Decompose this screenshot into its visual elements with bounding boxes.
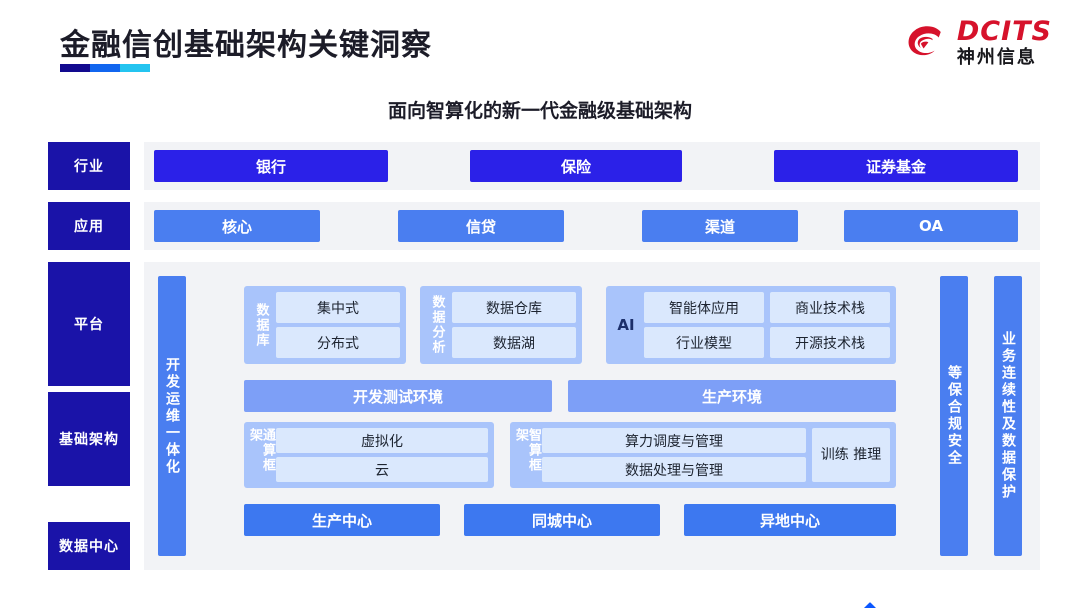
vbar-devops[interactable]: 开发运维一体化 [158, 276, 186, 556]
group-label-database: 数据库 [253, 302, 269, 348]
rail-infrastructure[interactable]: 基础架构 [48, 392, 130, 486]
brand-logo: DCITS 神州信息 [905, 18, 1052, 67]
accent-bar [60, 64, 150, 72]
group-database[interactable]: 数据库 集中式 分布式 [244, 286, 406, 364]
industry-chip-bank[interactable]: 银行 [154, 150, 388, 182]
platform-panel: 开发运维一体化 等保合规安全 业务连续性及数据保护 数据库 集中式 分布式 数据… [144, 262, 1040, 570]
group-general-compute-framework[interactable]: 通算框架 虚拟化 云 [244, 422, 494, 488]
group-ai[interactable]: AI 智能体应用 商业技术栈 行业模型 开源技术栈 [606, 286, 896, 364]
rail-industry[interactable]: 行业 [48, 142, 130, 190]
group-row: 云 [276, 457, 488, 482]
rail-platform[interactable]: 平台 [48, 262, 130, 386]
cell-commercial-stack[interactable]: 商业技术栈 [770, 292, 890, 323]
dc-chip-remote[interactable]: 异地中心 [684, 504, 896, 536]
vbar-business-continuity[interactable]: 业务连续性及数据保护 [994, 276, 1022, 556]
rail-datacenter[interactable]: 数据中心 [48, 522, 130, 570]
industry-chip-insurance[interactable]: 保险 [470, 150, 682, 182]
vbar-security[interactable]: 等保合规安全 [940, 276, 968, 556]
cell-compute-scheduling[interactable]: 算力调度与管理 [542, 428, 806, 453]
page-subtitle: 面向智算化的新一代金融级基础架构 [387, 100, 692, 122]
industry-panel: 银行 保险 证券基金 [144, 142, 1040, 190]
app-chip-channel[interactable]: 渠道 [642, 210, 798, 242]
group-row: 集中式 [276, 292, 400, 323]
group-body-ai-compute: 算力调度与管理 数据处理与管理 训练 推理 [542, 428, 890, 482]
dc-chip-metro[interactable]: 同城中心 [464, 504, 660, 536]
group-row: 行业模型 开源技术栈 [644, 327, 890, 358]
logo-text: DCITS 神州信息 [957, 18, 1052, 67]
cell-distributed[interactable]: 分布式 [276, 327, 400, 358]
app-chip-core[interactable]: 核心 [154, 210, 320, 242]
dc-chip-production[interactable]: 生产中心 [244, 504, 440, 536]
group-label-ai: AI [617, 315, 635, 334]
cell-cloud[interactable]: 云 [276, 457, 488, 482]
app-chip-credit[interactable]: 信贷 [398, 210, 564, 242]
rail-application[interactable]: 应用 [48, 202, 130, 250]
cell-agent-application[interactable]: 智能体应用 [644, 292, 764, 323]
group-label-data-analysis: 数据分析 [429, 295, 445, 355]
group-ai-compute-framework[interactable]: 智算框架 算力调度与管理 数据处理与管理 训练 推理 [510, 422, 896, 488]
group-data-analysis[interactable]: 数据分析 数据仓库 数据湖 [420, 286, 582, 364]
group-stack: 算力调度与管理 数据处理与管理 [542, 428, 806, 482]
industry-chip-securities[interactable]: 证券基金 [774, 150, 1018, 182]
cell-train-inference[interactable]: 训练 推理 [812, 428, 890, 482]
group-body-general-compute: 虚拟化 云 [276, 428, 488, 482]
logo-en: DCITS [956, 16, 1052, 47]
architecture-diagram: 行业 应用 平台 基础架构 数据中心 银行 保险 证券基金 核心 信贷 渠道 O… [48, 142, 1040, 570]
cell-industry-model[interactable]: 行业模型 [644, 327, 764, 358]
dcits-swoosh-icon [908, 25, 941, 55]
cell-data-processing[interactable]: 数据处理与管理 [542, 457, 806, 482]
logo-cn: 神州信息 [956, 47, 1037, 68]
group-body-ai: 智能体应用 商业技术栈 行业模型 开源技术栈 [644, 292, 890, 358]
group-body-database: 集中式 分布式 [276, 292, 400, 358]
group-label-general-compute: 通算框架 [247, 428, 275, 473]
group-body-data-analysis: 数据仓库 数据湖 [452, 292, 576, 358]
bar-dev-test-environment[interactable]: 开发测试环境 [244, 380, 552, 412]
group-row: 分布式 [276, 327, 400, 358]
cell-opensource-stack[interactable]: 开源技术栈 [770, 327, 890, 358]
group-row: 虚拟化 [276, 428, 488, 453]
accent-segment-2 [90, 64, 120, 72]
cell-centralized[interactable]: 集中式 [276, 292, 400, 323]
group-row: 数据仓库 [452, 292, 576, 323]
cell-data-lake[interactable]: 数据湖 [452, 327, 576, 358]
group-row: 智能体应用 商业技术栈 [644, 292, 890, 323]
cell-data-warehouse[interactable]: 数据仓库 [452, 292, 576, 323]
app-chip-oa[interactable]: OA [844, 210, 1018, 242]
deco-stripe-1 [837, 602, 1080, 608]
group-label-ai-compute: 智算框架 [513, 428, 541, 473]
page-title: 金融信创基础架构关键洞察 [60, 28, 432, 63]
bar-production-environment[interactable]: 生产环境 [568, 380, 896, 412]
group-row: 数据湖 [452, 327, 576, 358]
accent-segment-3 [120, 64, 150, 72]
cell-virtualization[interactable]: 虚拟化 [276, 428, 488, 453]
application-panel: 核心 信贷 渠道 OA [144, 202, 1040, 250]
accent-segment-1 [60, 64, 90, 72]
